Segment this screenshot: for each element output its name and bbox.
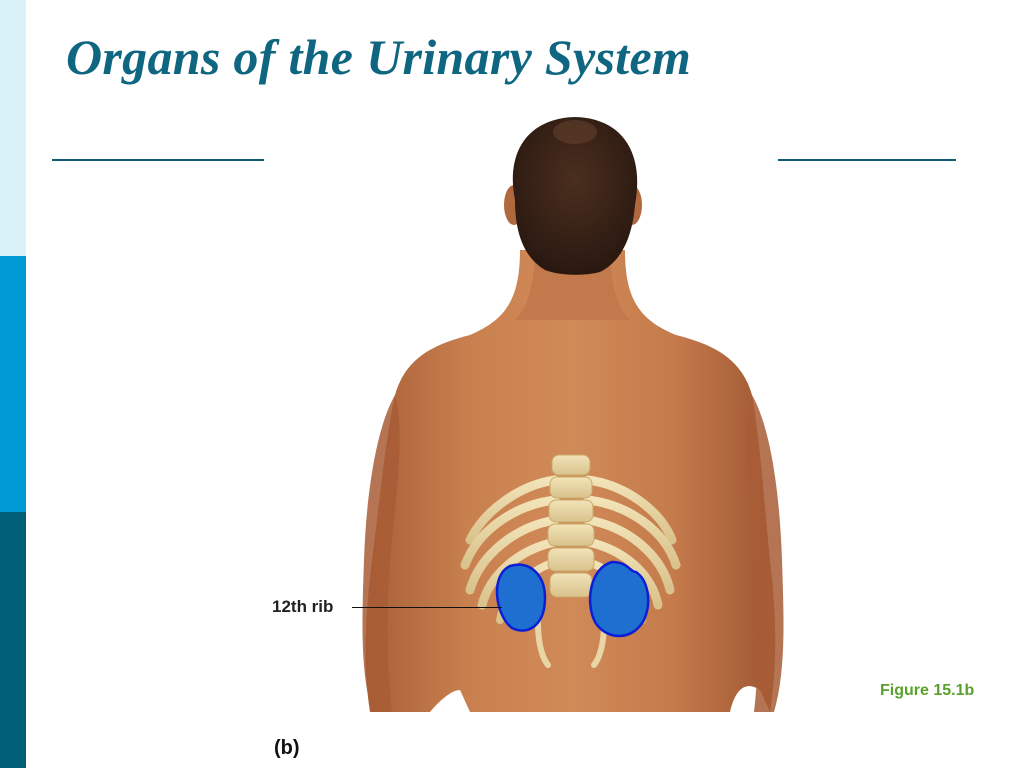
vertebral-column — [547, 454, 595, 598]
right-kidney — [588, 560, 650, 638]
accent-band-light — [0, 0, 26, 256]
slide-title: Organs of the Urinary System — [66, 29, 692, 85]
rib-leader-line — [352, 607, 502, 608]
vertebra — [548, 499, 594, 523]
rib-label: 12th rib — [272, 597, 334, 616]
answer-blank-left — [52, 159, 264, 161]
vertebra — [549, 476, 593, 499]
panel-letter: (b) — [274, 737, 300, 759]
vertebra — [549, 572, 593, 598]
hair-shape — [512, 117, 638, 275]
vertebra — [547, 523, 595, 547]
rib — [465, 475, 560, 545]
rib — [583, 515, 675, 595]
answer-blank-right — [778, 159, 956, 161]
left-arm-shape — [362, 395, 400, 712]
rib — [465, 515, 560, 595]
accent-band-dark — [0, 512, 26, 768]
rib — [583, 475, 677, 545]
vertebra — [547, 547, 595, 572]
left-accent-bar — [0, 0, 26, 768]
left-kidney — [495, 563, 547, 632]
rib — [583, 495, 681, 570]
accent-band-blue — [0, 256, 26, 512]
hair-thin-spot — [553, 120, 597, 144]
vertebra — [551, 454, 591, 476]
rib — [460, 495, 560, 570]
figure-caption: Figure 15.1b — [880, 682, 975, 699]
right-arm-shape — [746, 395, 784, 712]
rib — [583, 537, 663, 610]
rib — [477, 537, 560, 610]
